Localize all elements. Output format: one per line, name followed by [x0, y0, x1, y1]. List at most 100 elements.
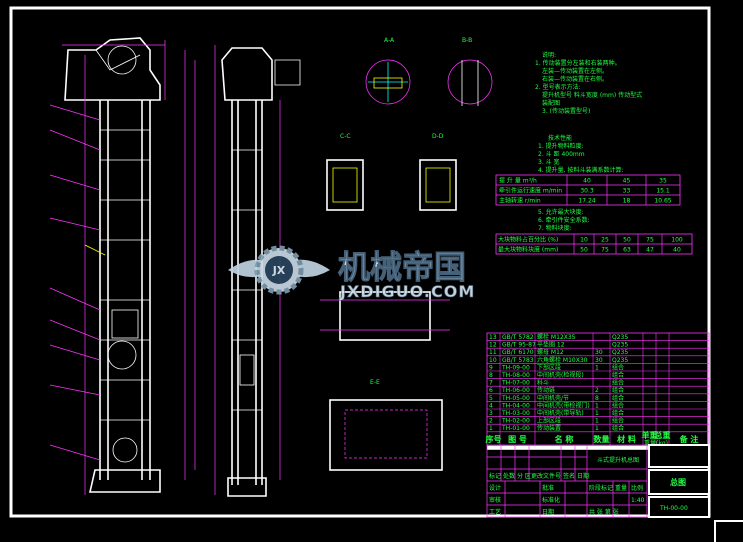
front-view	[49, 37, 196, 495]
bom-cell: 1	[595, 418, 599, 425]
bom-cell: 料斗	[537, 379, 549, 387]
bom-cell: TH-06-00	[501, 387, 530, 394]
bom-cell: 1	[595, 410, 599, 417]
drawing-frame	[9, 6, 711, 518]
tech-item: 1. 提升物料粒度:	[538, 142, 584, 150]
tech-item: 3. 斗 宽	[538, 158, 560, 166]
bom-cell: 螺母 M12	[537, 348, 564, 356]
bom-header: 单重	[642, 430, 658, 440]
bom-cell: 组合	[612, 401, 624, 409]
bom-cell: GB/T 6170	[502, 349, 534, 356]
bom-cell: 8	[489, 372, 493, 379]
bom-header: 图 号	[508, 435, 527, 444]
bom-cell: 中间机壳(带检视门)	[537, 401, 590, 409]
bom-cell: 30	[595, 357, 603, 364]
note: 1. 传动装置分左装和右装两种。	[535, 59, 621, 67]
tech-item: 6. 牵引件安全系数:	[538, 216, 590, 224]
bom-cell: 9	[489, 364, 493, 371]
cell-value: 63	[623, 247, 631, 254]
bom-cell: 组合	[612, 371, 624, 379]
table-border	[495, 174, 681, 206]
cell-value: 40	[673, 247, 681, 254]
cell-value: 50	[623, 237, 631, 244]
bom-cell: TH-03-00	[501, 410, 530, 417]
scale-value: 1:40	[631, 497, 645, 504]
row-label: 提 升 量 m³/h	[499, 177, 537, 185]
note: 装配图	[542, 99, 560, 107]
row-label: 最大块物料块度 (mm)	[498, 246, 558, 254]
section-label: E-E	[370, 379, 380, 386]
bom-header: 名 称	[555, 434, 574, 444]
bom-cell: 12	[489, 342, 497, 349]
bom-cell: 2	[595, 387, 599, 394]
cell-value: 33	[623, 188, 631, 195]
bom-cell: Q235	[612, 342, 628, 349]
signoff-role: 标准化	[542, 496, 560, 504]
weight-subheader: 重量(kg)	[644, 439, 668, 447]
bom-cell: 六角螺栓 M10X30	[537, 356, 588, 364]
bom-header: 备 注	[679, 434, 699, 444]
bom-cell: 组合	[612, 417, 624, 425]
note: 2. 型号表示方法:	[535, 83, 581, 91]
notes-title: 说明:	[542, 51, 556, 59]
bom-cell: 8	[595, 395, 599, 402]
bom-cell: 30	[595, 349, 603, 356]
tech-item: 5. 允许最大块度:	[538, 208, 584, 216]
section-label: C-C	[340, 133, 351, 140]
bom-cell: GB/T 95-87	[502, 342, 536, 349]
signoff-role: 批准	[542, 484, 554, 492]
watermark-url: JXDIGUO.COM	[339, 282, 475, 301]
row-label: 主轴转速 r/min	[499, 197, 541, 205]
bom-cell: 11	[489, 349, 497, 356]
bom-cell: 组合	[612, 409, 624, 417]
cell-value: 40	[583, 178, 591, 185]
note: 3. (传动装置型号)	[542, 107, 590, 115]
cell-value: 47	[646, 247, 654, 254]
sheet-count: 共 张 第 张	[589, 508, 619, 516]
signoff-label: 更改文件号	[531, 472, 561, 480]
sheet-name: 总图	[670, 477, 686, 487]
cell-value: 15.1	[656, 188, 670, 195]
signoff-label: 分 区	[517, 472, 531, 480]
bom-header: 序号	[486, 434, 502, 444]
bom-cell: 10	[489, 357, 497, 364]
scale-label: 比例	[631, 484, 643, 492]
bom-cell: Q235	[612, 357, 628, 364]
separator	[487, 445, 709, 450]
signoff-role: 审核	[489, 496, 501, 504]
bom-cell: 7	[489, 380, 493, 387]
bom-cell: GB/T 5782	[502, 334, 534, 341]
bom-cell: TH-01-00	[501, 425, 530, 432]
bom-cell: 下部区段	[537, 363, 561, 371]
section-label: B-B	[462, 37, 472, 44]
section-views: A-A B-B C-C D-D E-E	[320, 37, 493, 471]
cell-value: 50	[580, 247, 588, 254]
bom-cell: 传动链	[537, 386, 555, 394]
weight-label: 重量	[615, 484, 627, 492]
row-label: 大块物料占百分比 (%)	[498, 236, 558, 244]
cell-value: 35	[659, 178, 667, 185]
bom-cell: Q235	[612, 349, 628, 356]
signoff-label: 标记	[489, 472, 501, 480]
cell-value: 30.3	[580, 188, 594, 195]
bom-cell: TH-08-00	[501, 372, 530, 379]
tech-item: 2. 斗 距 400mm	[538, 151, 585, 158]
cell-value: 75	[601, 247, 609, 254]
section-label: D-D	[432, 133, 444, 140]
bom-cell: 1	[595, 425, 599, 432]
bom-cell: TH-02-00	[501, 418, 530, 425]
bom-cell: TH-07-00	[501, 380, 530, 387]
bom-cell: 1	[595, 402, 599, 409]
bom-header: 数量	[594, 434, 610, 444]
bom-cell: 组合	[612, 424, 624, 432]
bom-cell: 1	[595, 364, 599, 371]
bom-cell: 5	[489, 395, 493, 402]
bom-cell: 中间机壳(检视段)	[537, 371, 584, 379]
cell-value: 10.65	[654, 198, 671, 205]
bom-cell: TH-05-00	[501, 395, 530, 402]
signoff-label: 处数	[503, 472, 515, 480]
bom-cell: 3	[489, 410, 493, 417]
bom-cell: 组合	[612, 394, 624, 402]
